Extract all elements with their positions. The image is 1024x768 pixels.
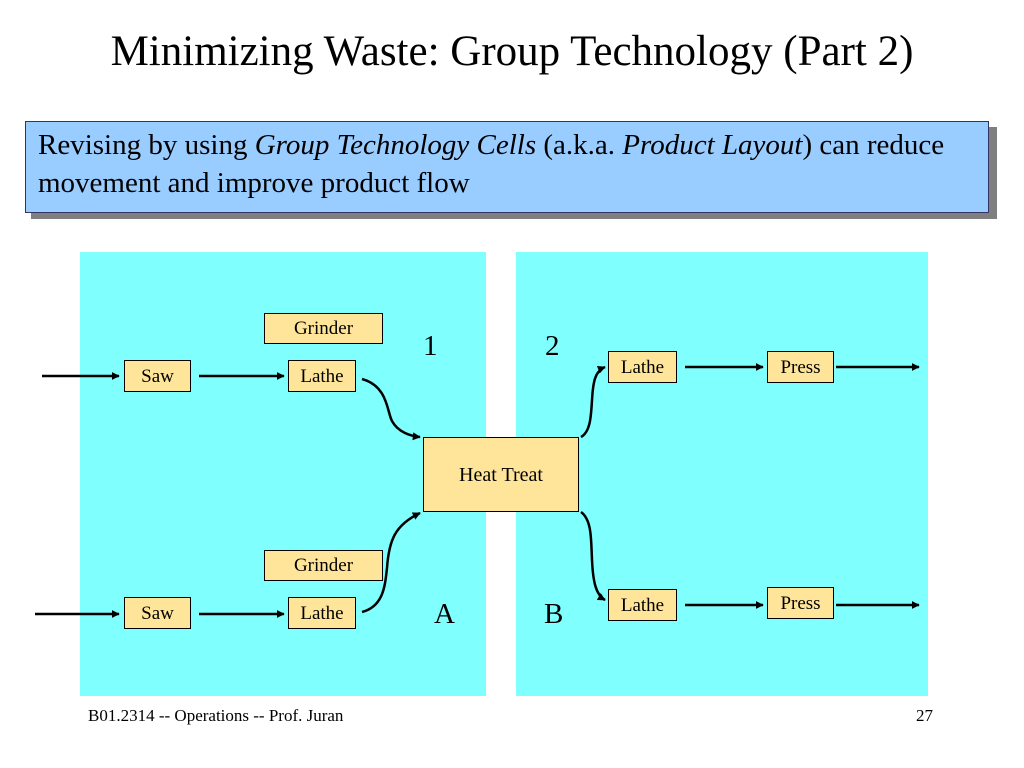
- arrow-heat-lathe-top: [580, 365, 606, 439]
- grinder-bottom-box: Grinder: [264, 550, 383, 581]
- cell-label-a: A: [434, 598, 455, 630]
- callout-box: Revising by using Group Technology Cells…: [25, 121, 989, 213]
- lathe-top-box: Lathe: [288, 360, 356, 392]
- callout-italic-1: Group Technology Cells: [254, 129, 537, 161]
- arrow-lathe-heat-top: [361, 377, 421, 441]
- saw-bottom-box: Saw: [124, 597, 191, 629]
- lathe-right-bottom-box: Lathe: [608, 589, 677, 621]
- grinder-top-box: Grinder: [264, 313, 383, 344]
- lathe-right-top-box: Lathe: [608, 351, 677, 383]
- slide-title: Minimizing Waste: Group Technology (Part…: [110, 28, 914, 75]
- cell-label-b: B: [544, 598, 564, 630]
- arrow-lathe-heat-bottom: [361, 511, 421, 614]
- cell-label-2: 2: [545, 330, 560, 362]
- callout-text-3: ) can reduce movement and improve produc…: [38, 129, 945, 199]
- callout-italic-2: Product Layout: [622, 129, 803, 161]
- cell-label-1: 1: [423, 330, 438, 362]
- saw-top-box: Saw: [124, 360, 191, 392]
- callout-text-1: Revising by using: [38, 129, 255, 161]
- footer-course: B01.2314 -- Operations -- Prof. Juran: [88, 706, 344, 725]
- footer-page-number: 27: [916, 706, 933, 725]
- lathe-bottom-box: Lathe: [288, 597, 356, 629]
- heat-treat-box: Heat Treat: [423, 437, 579, 512]
- press-right-top-box: Press: [767, 351, 834, 383]
- press-right-bottom-box: Press: [767, 587, 834, 619]
- cell-panel-right: [516, 252, 928, 696]
- arrow-heat-lathe-bottom: [580, 510, 606, 602]
- callout-text-2: (a.k.a.: [536, 129, 623, 161]
